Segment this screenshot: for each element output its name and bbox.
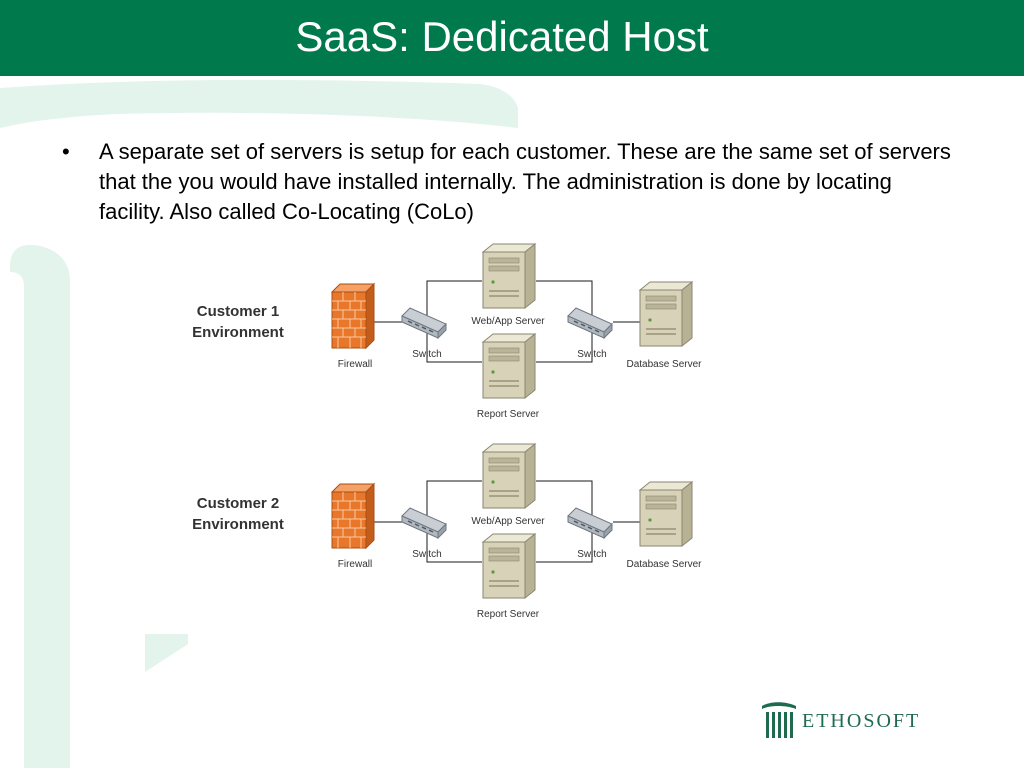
switch-label-right: Switch xyxy=(577,349,606,360)
decor-pillar xyxy=(10,244,70,768)
server-icon xyxy=(482,333,536,399)
server-icon xyxy=(482,443,536,509)
switch-icon xyxy=(401,307,447,339)
web-app-server-label: Web/App Server xyxy=(471,516,545,527)
network-diagram: Customer 1 Environment Firewall Switch W… xyxy=(192,243,702,620)
ethosoft-logo: ETHOSOFT xyxy=(762,702,920,738)
firewall-label: Firewall xyxy=(338,359,372,370)
environment-label-line1: Customer 2 xyxy=(197,495,280,512)
server-icon xyxy=(639,481,693,547)
database-server-label: Database Server xyxy=(626,559,702,570)
customer-environment-1: Customer 1 Environment Firewall Switch W… xyxy=(192,243,702,420)
switch-label-left: Switch xyxy=(412,549,441,560)
environment-label-line1: Customer 1 xyxy=(197,303,280,320)
logo-text: ETHOSOFT xyxy=(802,710,920,732)
connection-lines xyxy=(368,480,640,563)
server-icon xyxy=(482,533,536,599)
switch-icon xyxy=(567,307,613,339)
firewall-label: Firewall xyxy=(338,559,372,570)
switch-label-left: Switch xyxy=(412,349,441,360)
environment-label-line2: Environment xyxy=(192,324,284,341)
switch-icon xyxy=(401,507,447,539)
firewall-icon xyxy=(331,483,375,549)
decor-swoosh xyxy=(0,79,518,128)
switch-icon xyxy=(567,507,613,539)
pillar-icon xyxy=(762,702,796,738)
title-bar: SaaS: Dedicated Host xyxy=(0,0,1024,76)
server-icon xyxy=(639,281,693,347)
report-server-label: Report Server xyxy=(477,609,540,620)
environment-label-line2: Environment xyxy=(192,516,284,533)
page-title: SaaS: Dedicated Host xyxy=(295,13,709,60)
web-app-server-label: Web/App Server xyxy=(471,316,545,327)
database-server-label: Database Server xyxy=(626,359,702,370)
bullet-text: A separate set of servers is setup for e… xyxy=(99,139,951,224)
decorative-background xyxy=(0,79,518,768)
server-icon xyxy=(482,243,536,309)
customer-environment-2: Customer 2 Environment Firewall Switch W… xyxy=(192,443,702,620)
firewall-icon xyxy=(331,283,375,349)
bullet-marker: • xyxy=(62,139,70,164)
switch-label-right: Switch xyxy=(577,549,606,560)
report-server-label: Report Server xyxy=(477,409,540,420)
decor-triangle xyxy=(145,634,188,672)
